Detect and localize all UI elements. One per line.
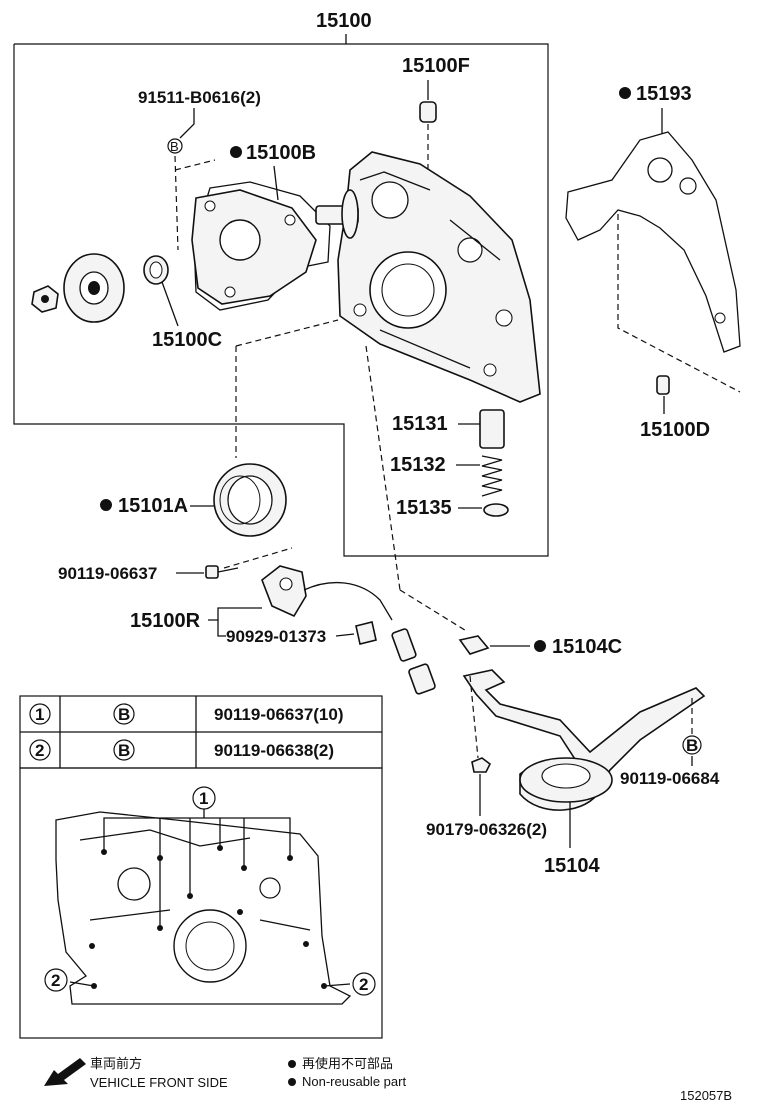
part-15101A[interactable] <box>213 463 287 537</box>
detail-cover-outline <box>55 811 352 1005</box>
detail-bolt-points <box>89 845 327 989</box>
label-15101A[interactable]: 15101A <box>118 495 188 517</box>
bolt-table-row: 1 B 90119-06637(10) <box>29 703 344 725</box>
label-15100D[interactable]: 15100D <box>640 419 710 441</box>
label-15132[interactable]: 15132 <box>390 454 446 476</box>
row-1-part[interactable]: 90119-06637(10) <box>214 705 344 724</box>
bolt-table-row: 2 B 90119-06638(2) <box>29 739 334 761</box>
label-15100[interactable]: 15100 <box>316 10 372 32</box>
part-90179-nut[interactable] <box>471 757 492 773</box>
part-drive-gear[interactable] <box>63 253 125 323</box>
detail-frame <box>19 767 383 1039</box>
front-arrow-icon <box>44 1058 86 1086</box>
callout-2-left: 2 <box>51 971 60 990</box>
part-15104C[interactable] <box>458 635 490 655</box>
callout-1: 1 <box>199 789 208 808</box>
row-2-bolt: B <box>118 741 130 760</box>
part-90929-clamp[interactable] <box>355 621 377 645</box>
part-15100R-sensor[interactable] <box>261 565 436 695</box>
label-91511-B0616[interactable]: 91511-B0616(2) <box>138 88 261 107</box>
part-15131[interactable] <box>479 409 505 449</box>
label-90929-01373[interactable]: 90929-01373 <box>226 627 326 646</box>
label-90119-06684[interactable]: 90119-06684 <box>620 769 720 788</box>
row-2-part[interactable]: 90119-06638(2) <box>214 741 334 760</box>
row-2-num: 2 <box>35 741 44 760</box>
label-90179-06326[interactable]: 90179-06326(2) <box>426 820 547 839</box>
callout-2-right: 2 <box>359 975 368 994</box>
part-15104-strainer[interactable] <box>462 669 706 811</box>
label-15135[interactable]: 15135 <box>396 497 452 519</box>
label-15104[interactable]: 15104 <box>544 855 600 877</box>
part-nut[interactable] <box>31 285 59 313</box>
part-oil-pump-body[interactable] <box>337 151 541 403</box>
bolt-marker-b: B <box>170 139 179 154</box>
bolt-marker-b-strainer: B <box>686 736 698 755</box>
detail-leader-lines <box>69 808 351 987</box>
label-15100F[interactable]: 15100F <box>402 55 470 77</box>
part-15100F[interactable] <box>419 101 437 123</box>
part-15100C[interactable] <box>143 255 169 285</box>
part-15193-gasket[interactable] <box>565 131 741 353</box>
label-15193[interactable]: 15193 <box>636 83 692 105</box>
part-pump-shaft[interactable] <box>315 189 359 239</box>
legend-nonreuse-en: Non-reusable part <box>302 1074 406 1089</box>
row-1-bolt: B <box>118 705 130 724</box>
legend-nonreuse-cn: 再使用不可部品 <box>302 1056 393 1071</box>
label-15104C[interactable]: 15104C <box>552 636 622 658</box>
part-15132-spring[interactable] <box>481 455 503 497</box>
legend-front-cn: 車両前方 <box>90 1056 142 1071</box>
label-15100B[interactable]: 15100B <box>246 142 316 164</box>
label-15131[interactable]: 15131 <box>392 413 448 435</box>
part-oil-pump-cover[interactable] <box>191 189 317 305</box>
part-15135-plug[interactable] <box>483 503 509 517</box>
legend-front-en: VEHICLE FRONT SIDE <box>90 1075 228 1090</box>
label-90119-06637[interactable]: 90119-06637 <box>58 564 157 583</box>
label-15100C[interactable]: 15100C <box>152 329 222 351</box>
diagram-id: 152057B <box>680 1088 732 1103</box>
row-1-num: 1 <box>35 705 44 724</box>
part-sensor-bolt[interactable] <box>205 565 239 579</box>
part-15100D[interactable] <box>656 375 670 395</box>
label-15100R[interactable]: 15100R <box>130 610 201 632</box>
assembly-bracket <box>13 34 549 557</box>
